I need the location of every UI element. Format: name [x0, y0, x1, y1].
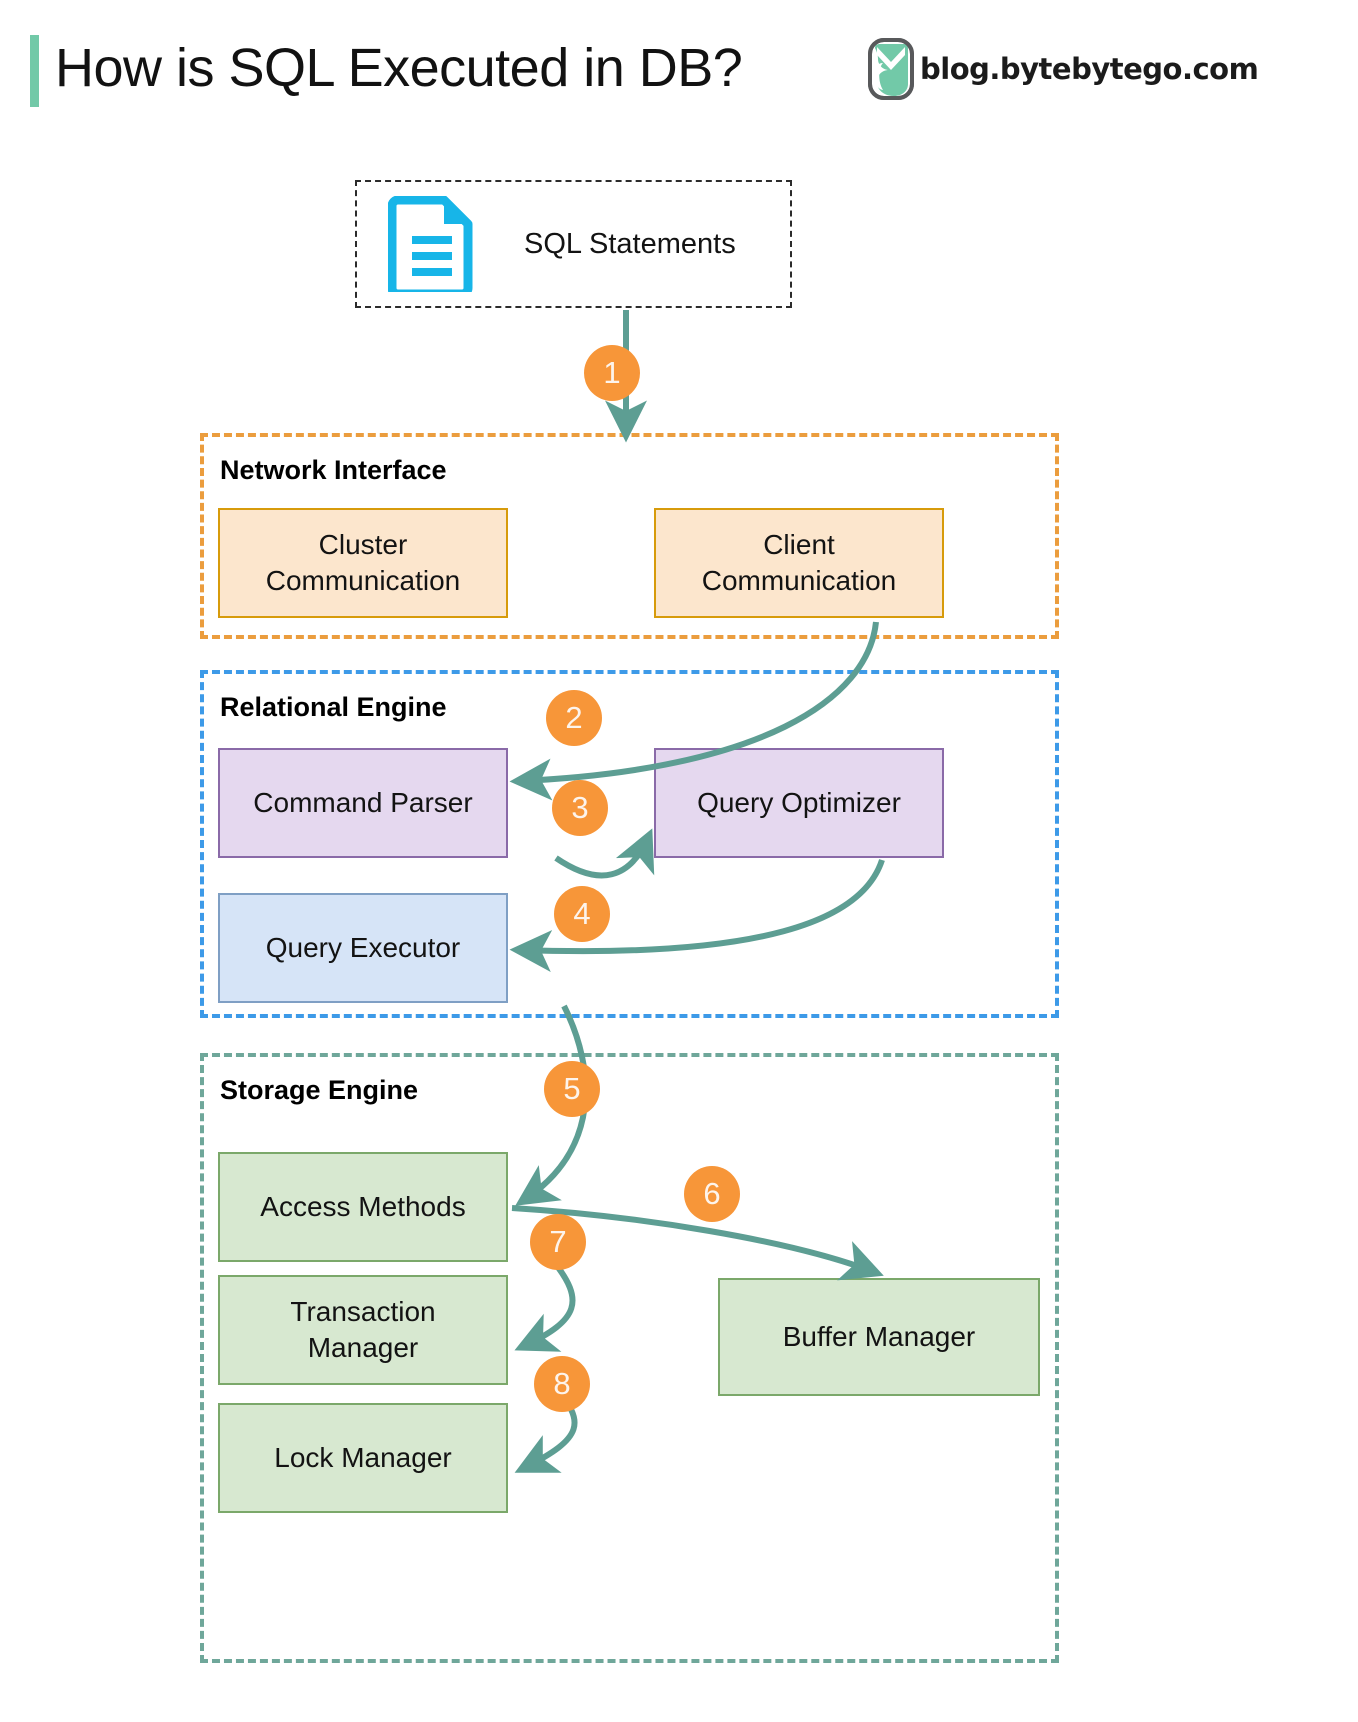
page-header: How is SQL Executed in DB? blog.bytebyte…	[0, 0, 1358, 140]
sql-statements-label: SQL Statements	[524, 227, 736, 260]
node-lock-manager[interactable]: Lock Manager	[218, 1403, 508, 1513]
node-label: Lock Manager	[274, 1441, 452, 1473]
brand[interactable]: blog.bytebytego.com	[868, 38, 1259, 100]
group-title-network-interface: Network Interface	[220, 455, 447, 485]
step-badge-7: 7	[530, 1214, 586, 1270]
node-access-methods[interactable]: Access Methods	[218, 1152, 508, 1262]
group-title-storage-engine: Storage Engine	[220, 1075, 419, 1105]
node-label: Query Executor	[265, 931, 461, 963]
node-label: Command Parser	[253, 786, 473, 818]
node-buffer-manager[interactable]: Buffer Manager	[718, 1278, 1040, 1396]
node-query-optimizer[interactable]: Query Optimizer	[654, 748, 944, 858]
node-label: Buffer Manager	[782, 1320, 976, 1352]
bytebytego-logo-icon	[868, 38, 914, 100]
page-title: How is SQL Executed in DB?	[55, 38, 743, 98]
node-label: Access Methods	[260, 1190, 466, 1222]
step-badge-6: 6	[684, 1166, 740, 1222]
step-badge-1: 1	[584, 345, 640, 401]
sql-statements-box: SQL Statements	[355, 180, 792, 308]
node-label: Query Optimizer	[697, 786, 901, 818]
node-query-executor[interactable]: Query Executor	[218, 893, 508, 1003]
document-icon	[388, 196, 473, 292]
step-badge-4: 4	[554, 886, 610, 942]
step-badge-2: 2	[546, 690, 602, 746]
step-badge-3: 3	[552, 780, 608, 836]
group-storage-engine	[200, 1053, 1059, 1663]
step-badge-5: 5	[544, 1061, 600, 1117]
title-accent-bar	[30, 35, 39, 107]
step-badge-8: 8	[534, 1356, 590, 1412]
brand-text: blog.bytebytego.com	[920, 52, 1259, 86]
node-command-parser[interactable]: Command Parser	[218, 748, 508, 858]
group-title-relational-engine: Relational Engine	[220, 692, 447, 722]
